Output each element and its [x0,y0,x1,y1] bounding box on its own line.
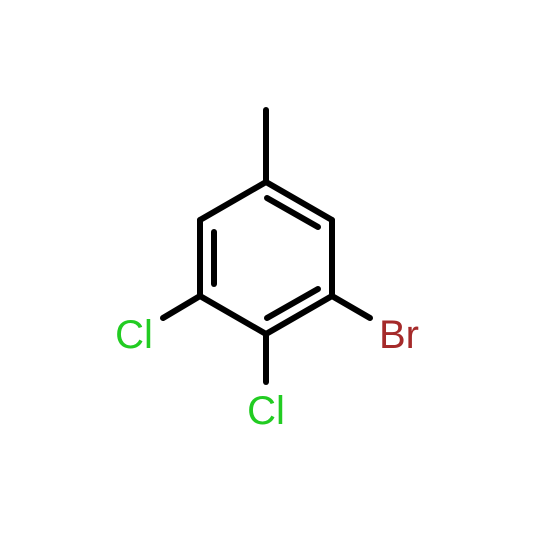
bond-ring-top-right [263,179,335,223]
atom-label-br: Br [379,313,419,357]
double-bond-inner-bottom-right [264,286,321,321]
bond-to-cl-left [160,293,203,321]
bond-to-br [329,293,373,321]
bond-ring-top-left [197,179,269,223]
atom-label-cl-left: Cl [115,313,153,357]
bond-ring-bottom-left [197,293,269,337]
atom-label-cl-bottom: Cl [247,389,285,433]
bond-ring-bottom-right [263,293,335,337]
double-bond-inner-top-right [264,195,321,230]
